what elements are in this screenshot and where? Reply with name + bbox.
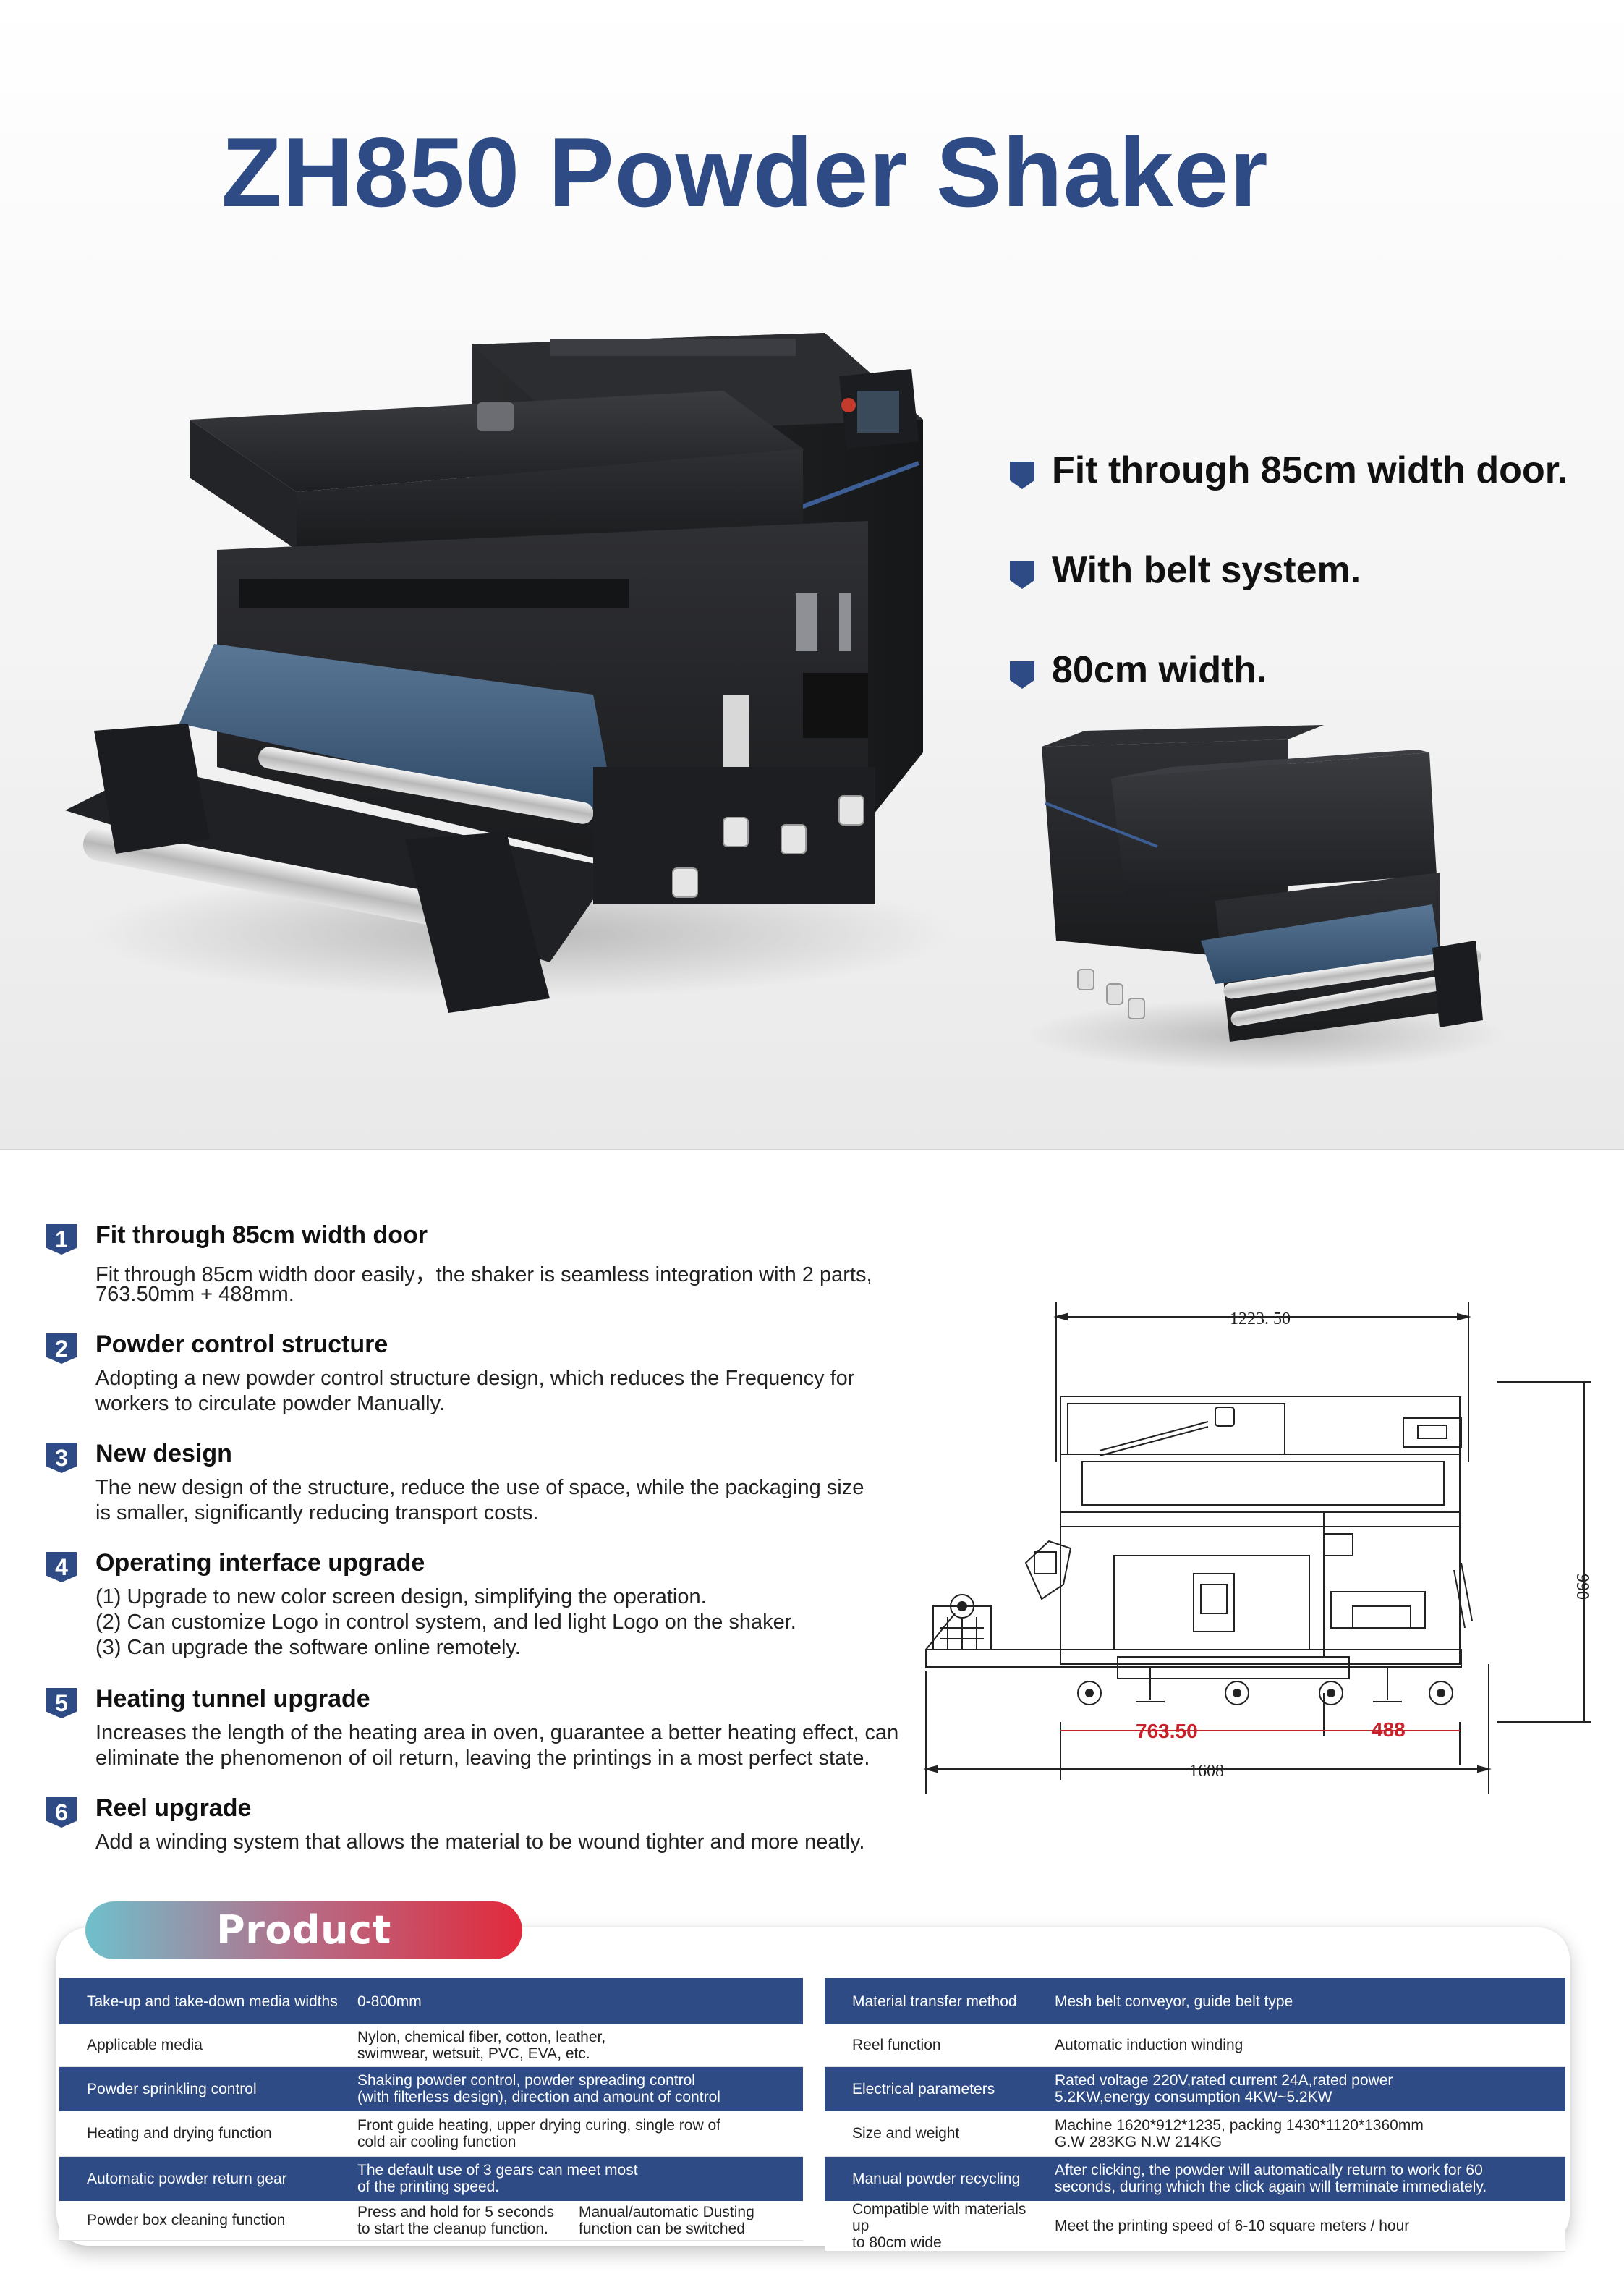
spec-label: Automatic powder return gear bbox=[59, 2156, 349, 2201]
spec-value: 0-800mm bbox=[349, 1978, 803, 2024]
dimension-drawing: 1223. 50 990 763.50 488 bbox=[923, 1302, 1591, 1794]
feature-text: Fit through 85cm width door easily，the s… bbox=[95, 1263, 872, 1286]
small-machine-illustration bbox=[1027, 725, 1505, 1071]
dimension-total-width: 1608 bbox=[1189, 1762, 1224, 1781]
dimension-part-a: 763.50 bbox=[1136, 1720, 1198, 1742]
feature-number-badge: 5 bbox=[46, 1688, 77, 1718]
spec-label: Take-up and take-down media widths bbox=[59, 1978, 349, 2024]
page-title: ZH850 Powder Shaker bbox=[221, 117, 1269, 227]
feature-text: Increases the length of the heating area… bbox=[95, 1721, 899, 1744]
spec-value: Mesh belt conveyor, guide belt type bbox=[1046, 1978, 1565, 2024]
spec-value: Rated voltage 220V,rated current 24A,rat… bbox=[1046, 2066, 1565, 2111]
feature-title: Reel upgrade bbox=[95, 1794, 252, 1822]
feature-text: The new design of the structure, reduce … bbox=[95, 1476, 864, 1499]
spec-label: Size and weight bbox=[825, 2111, 1046, 2157]
spec-label: Powder sprinkling control bbox=[59, 2066, 349, 2111]
shield-bullet-icon bbox=[1010, 462, 1034, 489]
highlight-text: 80cm width. bbox=[1052, 649, 1267, 691]
dimension-part-b: 488 bbox=[1372, 1718, 1406, 1741]
feature-title: Powder control structure bbox=[95, 1331, 388, 1358]
feature-number-badge: 3 bbox=[46, 1443, 77, 1473]
highlight-text: Fit through 85cm width door. bbox=[1052, 449, 1568, 491]
spec-value-group: Press and hold for 5 seconds to start th… bbox=[349, 2201, 803, 2241]
spec-value: The default use of 3 gears can meet most… bbox=[349, 2156, 803, 2201]
spec-label: Reel function bbox=[825, 2024, 1046, 2067]
feature-text: (2) Can customize Logo in control system… bbox=[95, 1611, 796, 1634]
spec-value: Front guide heating, upper drying curing… bbox=[349, 2111, 803, 2157]
spec-label: Electrical parameters bbox=[825, 2066, 1046, 2111]
spec-label: Heating and drying function bbox=[59, 2111, 349, 2157]
feature-text: (3) Can upgrade the software online remo… bbox=[95, 1636, 521, 1659]
product-info-heading: Product Information bbox=[85, 1901, 522, 2011]
feature-title: Fit through 85cm width door bbox=[95, 1221, 428, 1249]
spec-value: Automatic induction winding bbox=[1046, 2024, 1565, 2067]
product-photo bbox=[65, 333, 1505, 1071]
spec-row: Compatible with materials up to 80cm wid… bbox=[825, 2201, 1565, 2252]
highlight-list: Fit through 85cm width door. With belt s… bbox=[1010, 444, 1617, 744]
feature-number-badge: 6 bbox=[46, 1797, 77, 1828]
spec-label: Manual powder recycling bbox=[825, 2156, 1046, 2201]
spec-value: Meet the printing speed of 6-10 square m… bbox=[1046, 2201, 1565, 2252]
spec-value: After clicking, the powder will automati… bbox=[1046, 2156, 1565, 2201]
feature-number-badge: 1 bbox=[46, 1224, 77, 1255]
feature-text: is smaller, significantly reducing trans… bbox=[95, 1501, 539, 1524]
spec-value: Shaking powder control, powder spreading… bbox=[349, 2066, 803, 2111]
highlight-item: With belt system. bbox=[1010, 544, 1617, 596]
shield-bullet-icon bbox=[1010, 561, 1034, 589]
feature-number-badge: 2 bbox=[46, 1333, 77, 1364]
feature-text: 763.50mm + 488mm. bbox=[95, 1283, 294, 1306]
spec-value: Press and hold for 5 seconds to start th… bbox=[357, 2203, 554, 2237]
feature-text: Add a winding system that allows the mat… bbox=[95, 1831, 865, 1854]
spec-label: Compatible with materials up to 80cm wid… bbox=[825, 2201, 1046, 2252]
spec-value: Manual/automatic Dusting function can be… bbox=[579, 2203, 754, 2237]
feature-text: Adopting a new powder control structure … bbox=[95, 1367, 855, 1390]
highlight-item: 80cm width. bbox=[1010, 644, 1617, 696]
feature-title: Operating interface upgrade bbox=[95, 1549, 425, 1577]
spec-value: Nylon, chemical fiber, cotton, leather, … bbox=[349, 2024, 803, 2067]
spec-label: Applicable media bbox=[59, 2024, 349, 2067]
feature-text: workers to circulate powder Manually. bbox=[95, 1392, 445, 1415]
highlight-text: With belt system. bbox=[1052, 549, 1361, 591]
feature-title: Heating tunnel upgrade bbox=[95, 1685, 370, 1713]
shield-bullet-icon bbox=[1010, 661, 1034, 689]
dimension-top-width: 1223. 50 bbox=[1230, 1310, 1291, 1328]
feature-title: New design bbox=[95, 1440, 232, 1467]
feature-text: eliminate the phenomenon of oil return, … bbox=[95, 1747, 870, 1770]
spec-label: Powder box cleaning function bbox=[59, 2201, 349, 2241]
spec-label: Material transfer method bbox=[825, 1978, 1046, 2024]
feature-text: (1) Upgrade to new color screen design, … bbox=[95, 1585, 707, 1608]
large-machine-illustration bbox=[65, 333, 955, 1013]
hero-section: ZH850 Powder Shaker bbox=[0, 0, 1624, 1150]
spec-value: Machine 1620*912*1235, packing 1430*1120… bbox=[1046, 2111, 1565, 2157]
feature-number-badge: 4 bbox=[46, 1552, 77, 1582]
highlight-item: Fit through 85cm width door. bbox=[1010, 444, 1617, 496]
dimension-height: 990 bbox=[1573, 1574, 1591, 1600]
